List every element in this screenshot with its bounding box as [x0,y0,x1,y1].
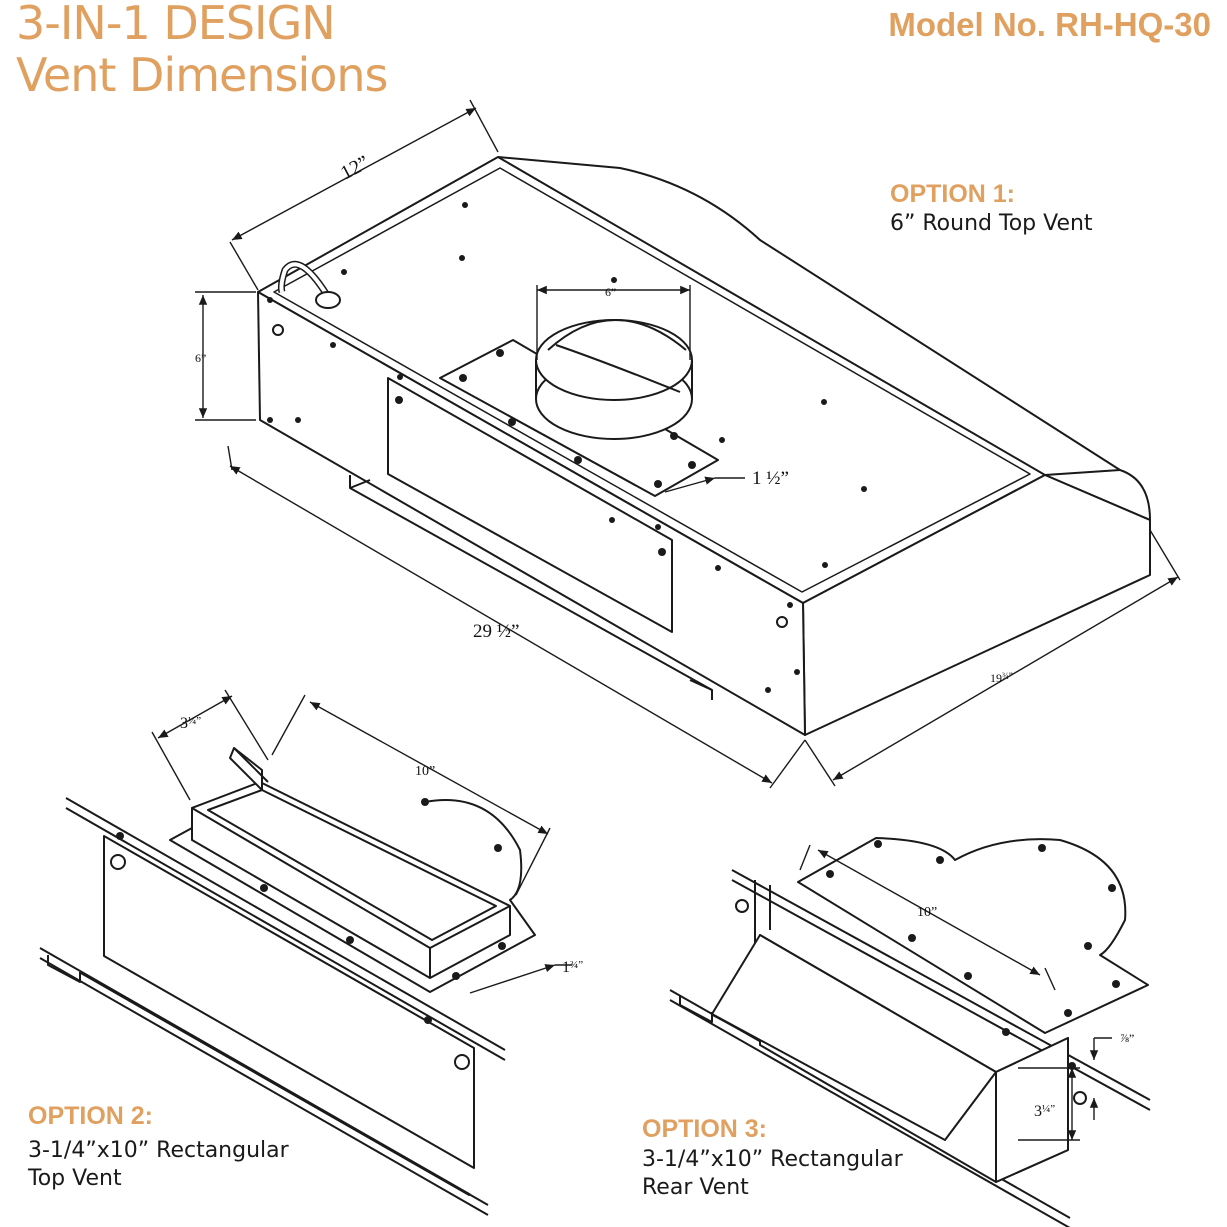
option-2-description-line2: Top Vent [28,1166,122,1191]
range-hood-drawing [257,156,1151,736]
option-3-heading: OPTION 3: [642,1115,768,1143]
side-depth-label: 19¾” [990,671,1013,685]
option-2-drawing [39,747,536,1216]
height-label: 6” [195,351,206,365]
round-vent-diameter-label: 6” [605,285,616,299]
option-3-offset-label: ⅞” [1120,1031,1134,1045]
option-2-height-label: 1¾” [562,959,583,976]
title-line-1: 3-IN-1 DESIGN [16,0,336,50]
option-3-description-line1: 3-1/4”x10” Rectangular [642,1147,903,1172]
option-2-description-line1: 3-1/4”x10” Rectangular [28,1138,289,1163]
option-1-description: 6” Round Top Vent [890,211,1093,236]
option-2-depth-label: 3¼” [180,715,201,732]
option-2-heading: OPTION 2: [28,1102,154,1130]
depth-label: 12” [337,151,373,184]
collar-height-label: 1 ½” [752,468,789,489]
option-1-heading: OPTION 1: [890,180,1016,208]
main-dimension-lines [195,99,1181,789]
option-2-length-label: 10” [415,764,435,779]
option-3-dimension-lines [799,844,1112,1141]
option-3-description-line2: Rear Vent [642,1175,749,1200]
option-3-height-label: 3¼” [1034,1103,1055,1120]
option-3-drawing [669,837,1151,1227]
option-2-dimension-lines [151,689,572,994]
option-3-length-label: 10” [917,905,937,920]
width-label: 29 ½” [473,621,519,642]
title-line-2: Vent Dimensions [16,48,388,102]
model-number: Model No. RH-HQ-30 [888,6,1211,43]
